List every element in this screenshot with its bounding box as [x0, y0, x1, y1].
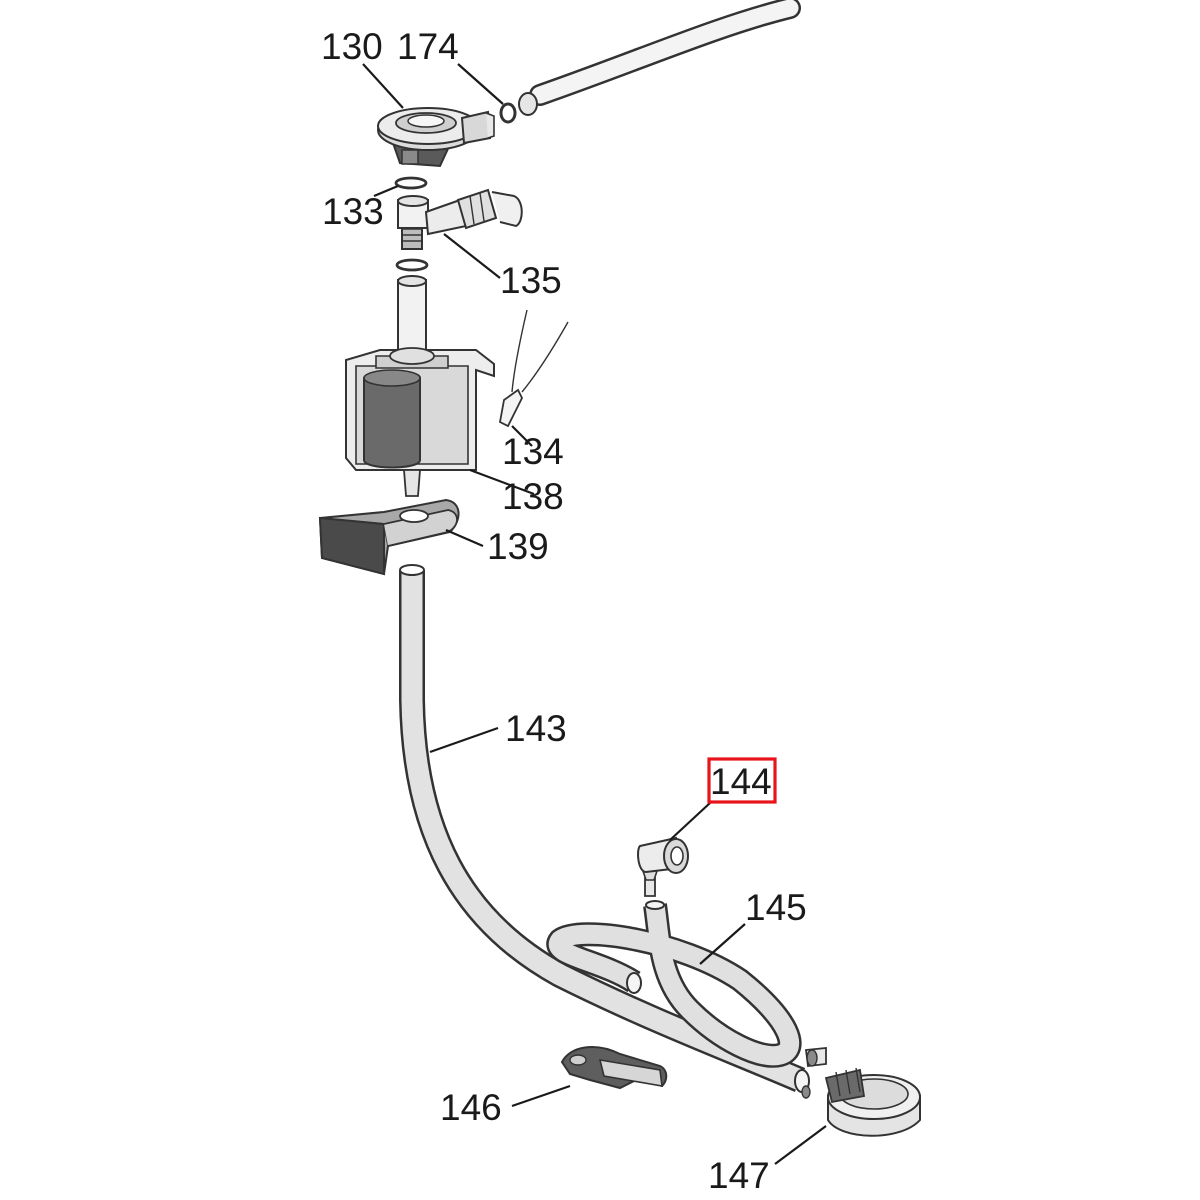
leader-138 — [469, 468, 535, 496]
part-138-solenoid-valve — [345, 275, 495, 497]
leader-134 — [511, 425, 533, 447]
leader-147 — [774, 1125, 827, 1165]
part-133-oring — [394, 176, 428, 190]
label-139: 139 — [487, 526, 549, 567]
leader-144 — [669, 802, 711, 841]
part-134-probe — [498, 309, 569, 428]
part-144-elbow-connector — [637, 836, 689, 897]
highlight-box-144 — [707, 757, 777, 804]
inlet-tube — [518, 0, 801, 116]
label-135: 135 — [500, 260, 562, 301]
label-174: 174 — [397, 26, 459, 67]
label-146: 146 — [440, 1087, 502, 1128]
leader-143 — [429, 726, 499, 754]
part-146-clip — [560, 1046, 668, 1090]
label-133: 133 — [322, 191, 384, 232]
label-143: 143 — [505, 708, 567, 749]
part-labels: 130 174 133 135 134 138 139 143 144 145 … — [321, 26, 807, 1196]
leader-lines — [362, 63, 827, 1165]
label-138: 138 — [502, 476, 564, 517]
leader-174 — [457, 63, 504, 105]
part-174-oring — [499, 102, 517, 124]
leader-145 — [699, 923, 746, 965]
label-145: 145 — [745, 887, 807, 928]
part-135-elbow-fitting — [397, 188, 523, 250]
part-145-loop-tube — [546, 900, 802, 1068]
part-130-valve-head — [377, 107, 495, 168]
label-130: 130 — [321, 26, 383, 67]
leader-139 — [445, 528, 484, 548]
oring-under-135 — [395, 258, 429, 272]
label-134: 134 — [502, 431, 564, 472]
part-143-tube — [399, 564, 810, 1093]
label-147: 147 — [708, 1155, 770, 1196]
leader-133 — [373, 184, 399, 198]
part-139-bracket — [318, 498, 460, 576]
leader-146 — [511, 1084, 571, 1108]
leader-135 — [443, 233, 501, 279]
label-144: 144 — [710, 761, 772, 802]
leader-130 — [362, 63, 404, 109]
part-147-base-fitting — [801, 1047, 921, 1137]
